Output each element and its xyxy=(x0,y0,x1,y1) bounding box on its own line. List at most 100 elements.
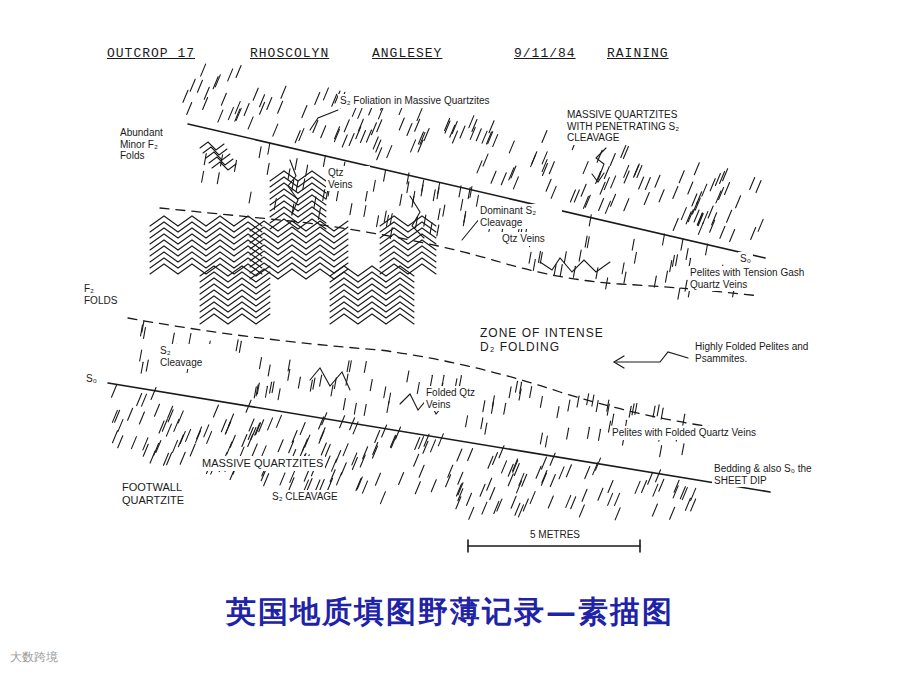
cleavage-stroke xyxy=(674,480,679,492)
cleavage-stroke xyxy=(443,205,445,216)
chevron-fold xyxy=(250,251,348,261)
cleavage-stroke xyxy=(249,419,254,431)
chevron-fold xyxy=(270,213,326,223)
cleavage-stroke xyxy=(532,152,537,164)
cleavage-stroke xyxy=(424,129,429,141)
cleavage-stroke xyxy=(708,206,713,218)
cleavage-stroke xyxy=(497,499,502,511)
cleavage-stroke xyxy=(139,412,144,424)
cleavage-stroke xyxy=(380,492,385,504)
cleavage-stroke xyxy=(419,465,424,477)
cleavage-stroke xyxy=(315,93,320,105)
chevron-fold xyxy=(200,314,270,324)
cleavage-stroke xyxy=(236,65,241,77)
cleavage-stroke xyxy=(352,457,357,469)
cleavage-stroke xyxy=(288,360,290,371)
chevron-fold xyxy=(380,234,436,244)
cleavage-stroke xyxy=(270,382,272,393)
cleavage-stroke xyxy=(335,127,340,139)
annotation: Folded Qtz Veins xyxy=(424,386,480,411)
cleavage-stroke xyxy=(679,171,684,183)
cleavage-stroke xyxy=(550,475,555,487)
cleavage-stroke xyxy=(571,497,576,509)
quartz-vein xyxy=(410,196,424,238)
cleavage-stroke xyxy=(635,404,637,415)
cleavage-stroke xyxy=(256,423,261,435)
chevron-fold xyxy=(380,264,436,274)
cleavage-stroke xyxy=(615,508,620,520)
cleavage-stroke xyxy=(167,453,172,465)
cleavage-stroke xyxy=(217,173,219,184)
cleavage-stroke xyxy=(112,431,117,443)
cleavage-stroke xyxy=(612,414,614,425)
cleavage-stroke xyxy=(141,362,143,373)
chevron-fold xyxy=(330,302,414,312)
cleavage-stroke xyxy=(166,424,171,436)
cleavage-stroke xyxy=(585,236,587,247)
cleavage-stroke xyxy=(204,87,209,99)
cleavage-stroke xyxy=(634,165,639,177)
cleavage-stroke xyxy=(118,436,123,448)
cleavage-stroke xyxy=(411,140,416,152)
cleavage-stroke xyxy=(642,481,647,493)
cleavage-stroke xyxy=(204,425,209,437)
cleavage-stroke xyxy=(582,489,587,501)
cleavage-stroke xyxy=(248,434,253,446)
quartz-vein xyxy=(540,258,610,272)
cleavage-stroke xyxy=(566,495,571,507)
cleavage-stroke xyxy=(515,503,520,515)
cleavage-stroke xyxy=(459,186,461,197)
cleavage-stroke xyxy=(246,400,251,412)
cleavage-stroke xyxy=(420,132,425,144)
cleavage-stroke xyxy=(653,484,658,496)
cleavage-stroke xyxy=(511,496,516,508)
cleavage-stroke xyxy=(196,431,201,443)
cleavage-stroke xyxy=(267,97,272,109)
cleavage-stroke xyxy=(541,473,546,485)
cleavage-stroke xyxy=(433,190,435,201)
cleavage-stroke xyxy=(542,164,547,176)
cleavage-stroke xyxy=(183,90,188,102)
cleavage-stroke xyxy=(730,230,735,242)
cleavage-stroke xyxy=(213,405,218,417)
cleavage-stroke xyxy=(481,418,483,429)
cleavage-stroke xyxy=(542,457,547,469)
cleavage-stroke xyxy=(387,402,389,413)
cleavage-stroke xyxy=(320,375,322,386)
cleavage-stroke xyxy=(579,505,584,517)
cleavage-stroke xyxy=(131,437,136,449)
cleavage-stroke xyxy=(221,420,226,432)
cleavage-stroke xyxy=(491,171,496,183)
cleavage-stroke xyxy=(299,129,304,141)
cleavage-stroke xyxy=(560,265,562,276)
cleavage-stroke xyxy=(736,196,741,208)
cleavage-stroke xyxy=(589,215,591,226)
cleavage-stroke xyxy=(111,385,116,397)
cleavage-stroke xyxy=(652,504,657,516)
cleavage-stroke xyxy=(476,129,481,141)
cleavage-stroke xyxy=(456,497,461,509)
cleavage-stroke xyxy=(313,120,318,132)
cleavage-stroke xyxy=(146,360,148,371)
annotation: S₂ Foliation in Massive Quartzites xyxy=(338,94,492,108)
cleavage-stroke xyxy=(540,396,542,407)
cleavage-stroke xyxy=(118,420,123,432)
cleavage-stroke xyxy=(694,163,699,175)
minor-fold xyxy=(212,162,236,170)
cleavage-stroke xyxy=(276,415,281,427)
cleavage-stroke xyxy=(178,435,183,447)
chevron-fold xyxy=(330,284,414,294)
cleavage-stroke xyxy=(678,288,680,299)
cleavage-stroke xyxy=(313,378,315,389)
cleavage-stroke xyxy=(360,455,365,467)
cleavage-stroke xyxy=(253,88,258,100)
header-text: RAINING xyxy=(605,46,671,63)
cleavage-stroke xyxy=(624,272,626,283)
chevron-fold xyxy=(330,272,414,282)
cleavage-stroke xyxy=(517,481,522,493)
bedding-symbol: S₀ xyxy=(84,372,99,386)
cleavage-stroke xyxy=(606,278,608,289)
chevron-fold xyxy=(330,296,414,306)
cleavage-stroke xyxy=(423,441,428,453)
cleavage-stroke xyxy=(375,473,380,485)
